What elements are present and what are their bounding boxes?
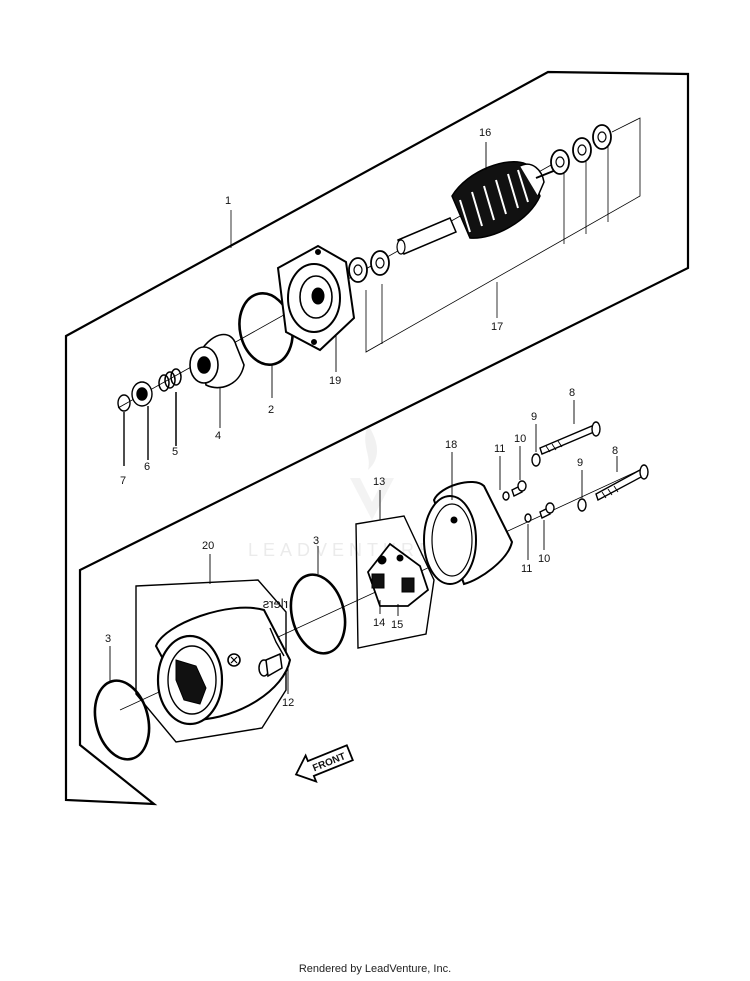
thrust-washers-front	[348, 250, 390, 283]
yoke-housing	[154, 606, 292, 726]
thrust-washers-rear	[550, 124, 612, 175]
mirrored-label: rlers	[262, 596, 288, 611]
callout-8: 8	[569, 387, 575, 399]
washers-and-screws	[499, 424, 587, 560]
callout-1: 1	[225, 195, 231, 207]
pinion-clutch	[189, 333, 245, 428]
callout-15: 15	[391, 619, 403, 631]
callout-18: 18	[445, 439, 457, 451]
callout-4: 4	[215, 430, 221, 442]
callout-2: 2	[268, 404, 274, 416]
callout-11b: 11	[521, 563, 532, 575]
callout-9b: 9	[577, 457, 583, 469]
callout-10b: 10	[538, 553, 550, 565]
through-bolts	[539, 400, 649, 502]
callout-11: 11	[494, 443, 505, 455]
armature	[396, 142, 557, 255]
o-rings-3	[93, 546, 347, 761]
snap-ring	[117, 394, 131, 466]
callout-10: 10	[514, 433, 526, 445]
callout-9: 9	[531, 411, 537, 423]
callout-labels: 1 2 3 3 4 5 6 7 8 8 9 9 10 10 11 11 12 1…	[105, 127, 618, 709]
callout-14: 14	[373, 617, 385, 629]
front-flange	[276, 244, 356, 372]
terminal-bolt	[258, 627, 289, 694]
rear-cover	[423, 452, 514, 586]
callout-12: 12	[282, 697, 294, 709]
bracket-17	[365, 117, 641, 353]
pinion-spring	[158, 368, 182, 446]
callout-17: 17	[491, 321, 503, 333]
callout-3: 3	[313, 535, 319, 547]
watermark: LEADVENTURE	[248, 425, 431, 560]
yoke-bracket	[135, 579, 287, 743]
stopper-collar	[131, 381, 153, 460]
callout-6: 6	[144, 461, 150, 473]
callout-3b: 3	[105, 633, 111, 645]
callout-7: 7	[120, 475, 126, 487]
assembly-outline	[64, 70, 690, 806]
render-credit: Rendered by LeadVenture, Inc.	[298, 963, 452, 975]
callout-8b: 8	[612, 445, 618, 457]
callout-20: 20	[202, 540, 214, 552]
callout-19: 19	[329, 375, 341, 387]
callout-16: 16	[479, 127, 491, 139]
brush-holder-group	[355, 490, 435, 649]
front-direction-arrow: FRONT	[294, 744, 354, 783]
callout-13: 13	[373, 476, 385, 488]
callout-5: 5	[172, 446, 178, 458]
